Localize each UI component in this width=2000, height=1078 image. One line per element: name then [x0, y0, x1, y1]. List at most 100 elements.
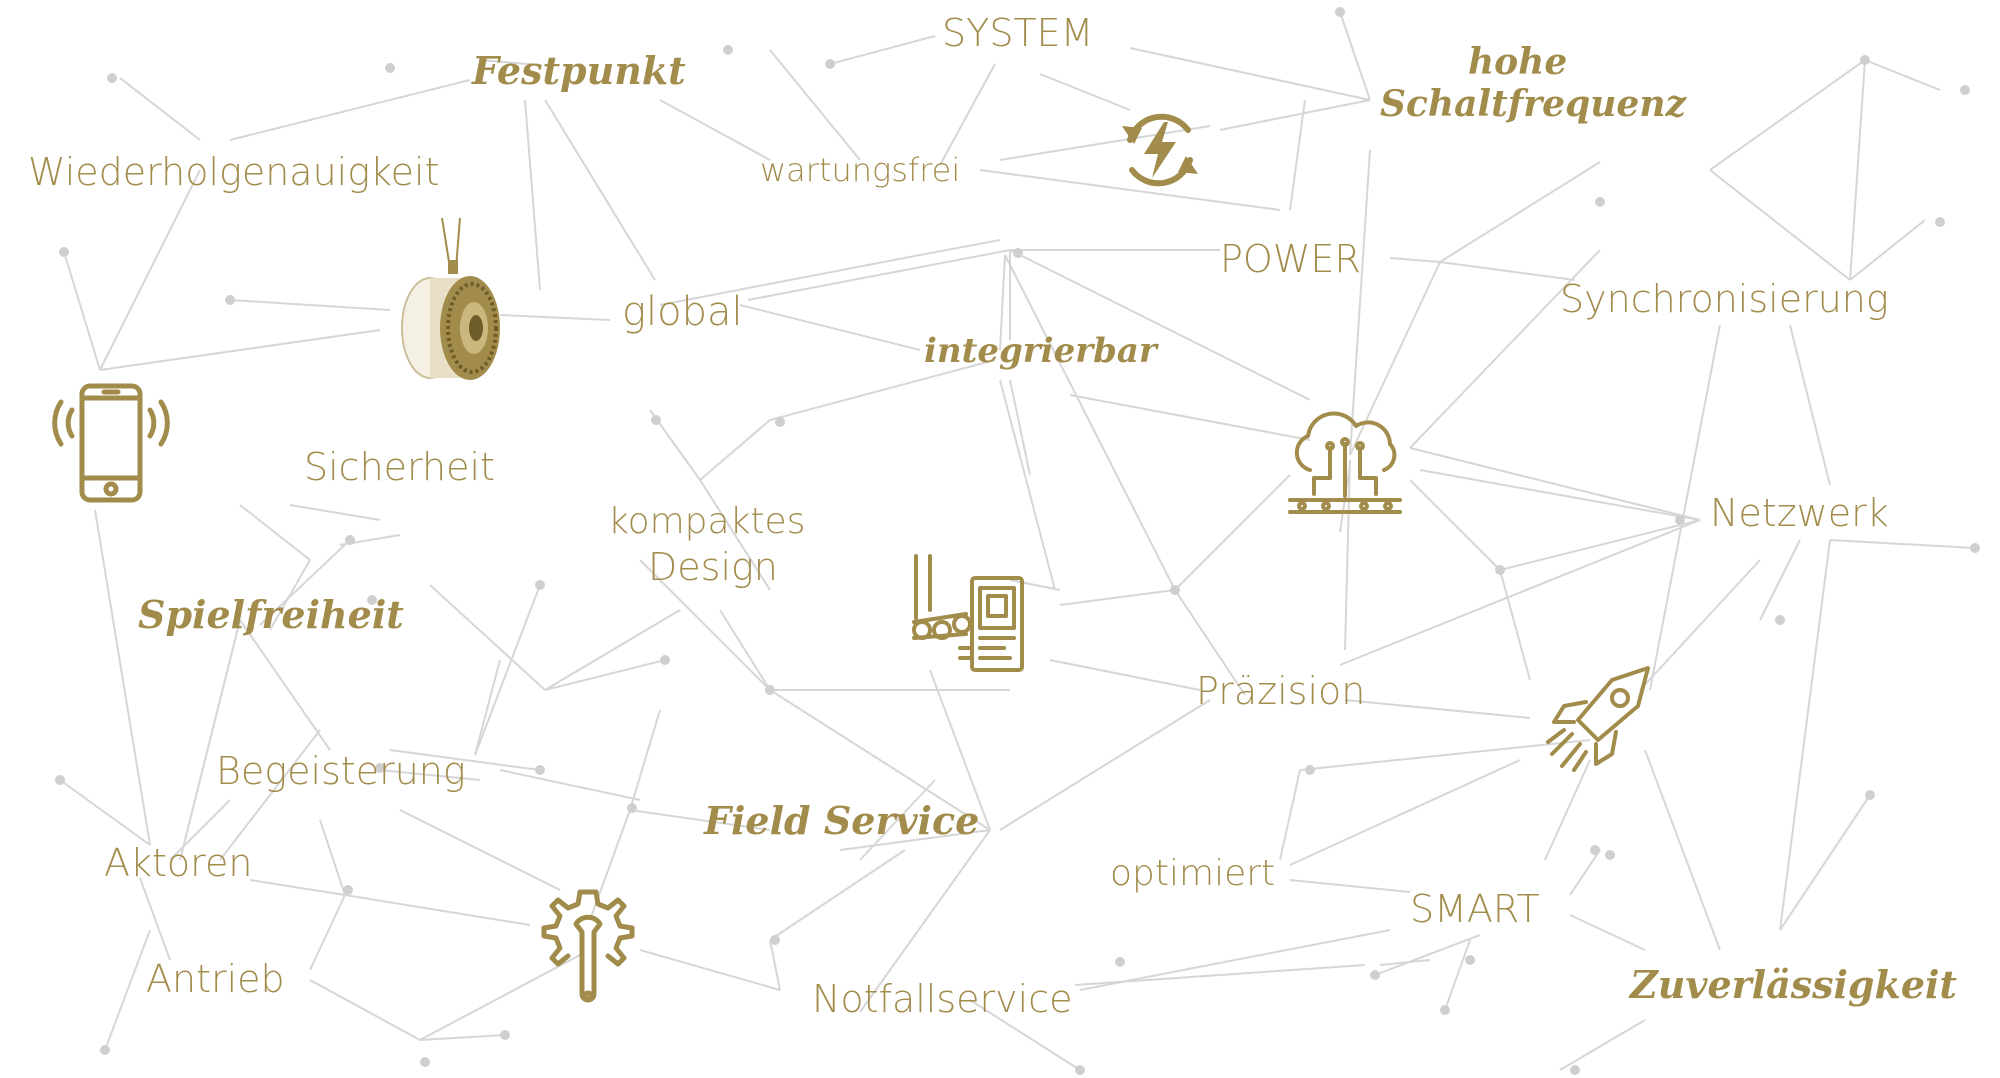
smartphone-signal-icon: [52, 383, 170, 503]
network-line: [1374, 934, 1481, 976]
network-line: [1849, 59, 1866, 281]
network-line: [63, 251, 101, 371]
network-node-dot: [55, 775, 65, 785]
label-synchronisierung: Synchronisierung: [1560, 277, 1889, 321]
network-line: [249, 879, 346, 896]
network-line: [659, 254, 921, 306]
network-line: [1419, 469, 1701, 521]
network-line: [629, 809, 771, 831]
network-node-dot: [59, 247, 69, 257]
network-line: [739, 304, 921, 351]
network-line: [1279, 769, 1301, 861]
network-line: [1079, 929, 1391, 991]
network-line: [1344, 459, 1351, 651]
network-line: [289, 504, 381, 521]
network-line: [309, 894, 346, 971]
network-node-dot: [100, 1045, 110, 1055]
network-line: [769, 939, 781, 991]
network-node-dot: [107, 73, 117, 83]
network-line: [979, 169, 1281, 211]
network-line: [629, 709, 661, 811]
network-node-dot: [660, 655, 670, 665]
network-line: [474, 659, 501, 756]
label-schaltfrequenz: Schaltfrequenz: [1380, 83, 1686, 125]
network-line: [259, 539, 351, 626]
network-node-dot: [1860, 55, 1870, 65]
network-line: [419, 1034, 506, 1041]
network-node-dot: [1115, 957, 1125, 967]
network-line: [269, 559, 311, 631]
network-line: [429, 584, 546, 691]
network-line: [219, 729, 321, 861]
network-line: [379, 769, 481, 781]
network-line: [1864, 59, 1941, 91]
network-line: [399, 809, 561, 891]
label-system: SYSTEM: [942, 11, 1094, 55]
network-line: [139, 877, 171, 961]
network-line: [1409, 479, 1501, 571]
network-line: [769, 49, 861, 161]
network-line: [699, 419, 771, 481]
network-line: [499, 769, 641, 801]
label-antrieb: Antrieb: [146, 957, 285, 1001]
network-line: [659, 99, 771, 161]
network-line: [839, 829, 991, 851]
network-line: [969, 999, 1081, 1071]
network-line: [999, 254, 1006, 351]
network-line: [1069, 394, 1311, 441]
label-aktoren: Aktoren: [104, 841, 253, 885]
network-line: [859, 779, 936, 861]
rocket-icon: [1546, 666, 1650, 772]
network-line: [1789, 324, 1831, 486]
network-line: [1544, 759, 1591, 861]
network-line: [769, 359, 996, 421]
network-node-dot: [1570, 1065, 1580, 1075]
network-line: [1129, 47, 1371, 101]
label-sicherheit: Sicherheit: [304, 445, 495, 489]
label-festpunkt: Festpunkt: [472, 48, 686, 93]
network-line: [1389, 257, 1441, 263]
network-line: [719, 609, 771, 691]
network-node-dot: [775, 417, 785, 427]
network-line: [1644, 749, 1721, 951]
network-line: [1349, 149, 1371, 456]
network-line: [1779, 539, 1831, 931]
network-node-dot: [1605, 850, 1615, 860]
network-line: [229, 299, 391, 311]
network-node-dot: [1465, 955, 1475, 965]
network-line: [319, 819, 346, 896]
network-node-dot: [375, 763, 385, 773]
network-node-dot: [420, 1057, 430, 1067]
network-line: [1569, 914, 1646, 951]
label-power: POWER: [1220, 237, 1361, 281]
network-line: [309, 979, 421, 1041]
network-node-dot: [535, 765, 545, 775]
network-node-dot: [1370, 970, 1380, 980]
network-node-dot: [651, 415, 661, 425]
network-line: [1219, 99, 1371, 131]
label-spielfreiheit: Spielfreiheit: [138, 592, 404, 637]
network-node-dot: [627, 803, 637, 813]
network-line: [1049, 659, 1201, 691]
network-node-dot: [723, 45, 733, 55]
network-line: [544, 609, 681, 691]
network-node-dot: [385, 63, 395, 73]
label-design: Design: [648, 545, 778, 589]
label-notfallservice: Notfallservice: [812, 977, 1073, 1021]
network-line: [1059, 589, 1176, 606]
label-netzwerk: Netzwerk: [1710, 491, 1889, 535]
network-line: [1174, 589, 1246, 696]
network-line: [1759, 539, 1801, 621]
network-line: [479, 59, 541, 66]
network-line: [1639, 559, 1761, 691]
network-line: [119, 77, 201, 141]
network-line: [1849, 219, 1926, 281]
network-node-dot: [1013, 248, 1023, 258]
network-line: [1569, 849, 1601, 896]
network-node-dot: [1970, 543, 1980, 553]
label-smart: SMART: [1410, 887, 1540, 931]
network-line: [939, 63, 996, 166]
network-line: [829, 35, 936, 65]
network-line: [1339, 519, 1701, 666]
network-line: [1289, 759, 1521, 866]
